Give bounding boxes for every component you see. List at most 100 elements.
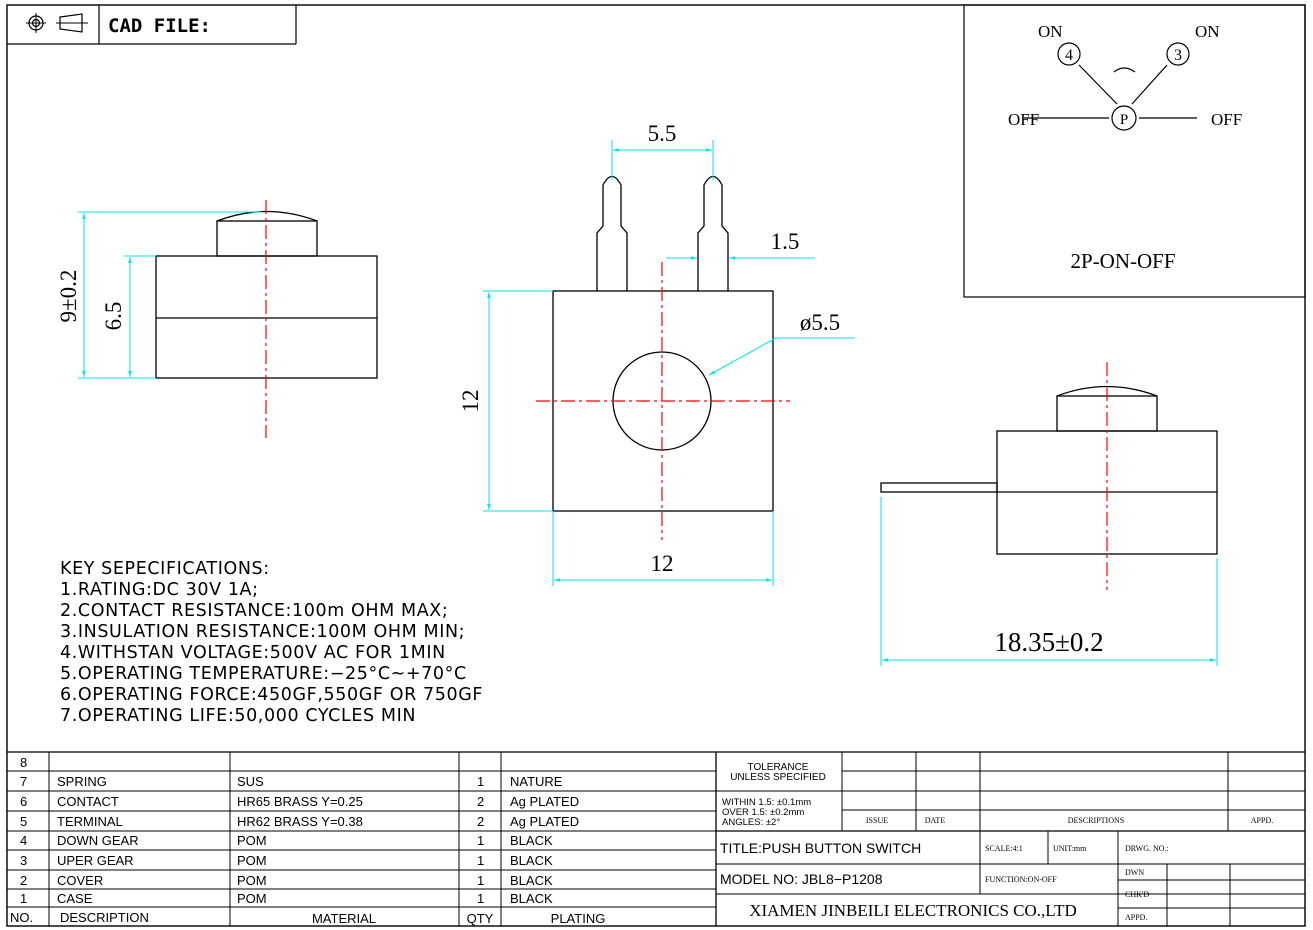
dim-body-width-front: 12 <box>651 551 674 576</box>
scale-label: SCALE:4:1 <box>985 844 1023 853</box>
bom-row-6-material: HR65 BRASS Y=0.25 <box>237 794 363 809</box>
cad-file-label: CAD FILE: <box>108 15 211 37</box>
bom-row-4-no: 4 <box>20 833 27 848</box>
bom-row-5-no: 5 <box>20 814 27 829</box>
side-view-left: 9±0.2 6.5 <box>56 200 378 438</box>
appd-label-2: APPD. <box>1125 913 1147 922</box>
bom-row-1-qty: 1 <box>477 891 484 906</box>
appd-label: APPD. <box>1251 816 1273 825</box>
dim-hole-diameter: ø5.5 <box>800 310 840 335</box>
node-3 <box>1166 42 1190 66</box>
key-specifications: KEY SEPECIFICATIONS: 1.RATING:DC 30V 1A;… <box>60 559 483 726</box>
bom-row-2-material: POM <box>237 873 267 888</box>
bom-row-2-qty: 1 <box>477 873 484 888</box>
bom-row-7-desc: SPRING <box>57 774 107 789</box>
tolerance-within: WITHIN 1.5: ±0.1mm <box>722 797 811 808</box>
circuit-diagram: 4 3 P ON ON OFF OFF 2P-ON-OFF <box>963 4 1306 298</box>
date-label: DATE <box>925 816 946 825</box>
bom-row-3-material: POM <box>237 853 267 868</box>
node-p <box>1111 105 1137 131</box>
bom-table: 8 7 SPRING SUS 1 NATURE 6 CONTACT HR65 B… <box>7 751 1305 926</box>
bom-header-plating: PLATING <box>551 911 606 926</box>
off-left-label: OFF <box>1008 110 1039 129</box>
specs-heading: KEY SEPECIFICATIONS: <box>60 559 270 579</box>
bom-row-2-no: 2 <box>20 873 27 888</box>
bom-row-7-material: SUS <box>237 774 264 789</box>
side-view-right: 18.35±0.2 <box>880 362 1218 666</box>
spec-line-6: 6.OPERATING FORCE:450GF,550GF OR 750GF <box>60 685 483 705</box>
bom-row-8-no: 8 <box>20 755 27 770</box>
dim-overall-length: 18.35±0.2 <box>994 627 1103 657</box>
tolerance-angles: ANGLES: ±2° <box>722 817 780 828</box>
bom-header-desc: DESCRIPTION <box>60 910 149 925</box>
company-name: XIAMEN JINBEILI ELECTRONICS CO.,LTD <box>749 901 1077 920</box>
dwn-label: DWN <box>1125 868 1144 877</box>
title-block: TOLERANCE UNLESS SPECIFIED WITHIN 1.5: ±… <box>716 752 1305 926</box>
spec-line-4: 4.WITHSTAN VOLTAGE:500V AC FOR 1MIN <box>60 643 446 663</box>
projection-cone-icon <box>56 13 88 33</box>
bom-row-1-desc: CASE <box>57 891 93 906</box>
dim-pin-width: 1.5 <box>771 229 800 254</box>
bom-row-3-qty: 1 <box>477 853 484 868</box>
bom-row-4-qty: 1 <box>477 833 484 848</box>
projection-target-icon <box>26 13 46 33</box>
cad-file-header: CAD FILE: <box>7 5 297 45</box>
spec-line-2: 2.CONTACT RESISTANCE:100m OHM MAX; <box>60 601 448 621</box>
dim-body-height-front: 12 <box>458 390 483 413</box>
tolerance-unless-label: UNLESS SPECIFIED <box>730 772 826 783</box>
front-view: 5.5 1.5 ø5.5 12 12 <box>458 121 855 586</box>
bom-header-qty: QTY <box>467 911 494 926</box>
bom-row-2-desc: COVER <box>57 873 103 888</box>
bom-header-material: MATERIAL <box>312 911 376 926</box>
bom-header-no: NO. <box>10 910 33 925</box>
off-right-label: OFF <box>1211 110 1242 129</box>
bom-row-3-no: 3 <box>20 853 27 868</box>
bom-row-5-desc: TERMINAL <box>57 814 123 829</box>
bom-row-7-plating: NATURE <box>510 774 563 789</box>
bom-row-2-plating: BLACK <box>510 873 553 888</box>
dim-body-height-side: 6.5 <box>101 302 126 331</box>
spec-line-7: 7.OPERATING LIFE:50,000 CYCLES MIN <box>60 706 416 726</box>
dim-total-height: 9±0.2 <box>56 270 81 323</box>
bom-row-4-desc: DOWN GEAR <box>57 833 139 848</box>
node-4 <box>1057 42 1081 66</box>
node-p-label: P <box>1120 112 1128 128</box>
bom-row-6-plating: Ag PLATED <box>510 794 579 809</box>
sheet-border <box>6 4 1306 927</box>
dim-pin-spacing: 5.5 <box>648 121 677 146</box>
bom-row-4-plating: BLACK <box>510 833 553 848</box>
bom-row-6-no: 6 <box>20 794 27 809</box>
bom-row-3-desc: UPER GEAR <box>57 853 134 868</box>
unit-label: UNIT:mm <box>1053 844 1087 853</box>
bom-row-1-no: 1 <box>20 891 27 906</box>
function-label: FUNCTION:ON-OFF <box>985 875 1057 884</box>
bom-row-4-material: POM <box>237 833 267 848</box>
bom-row-5-plating: Ag PLATED <box>510 814 579 829</box>
descriptions-label: DESCRIPTIONS <box>1068 816 1124 825</box>
on-left-label: ON <box>1038 22 1063 41</box>
model-number: MODEL NO: JBL8−P1208 <box>720 871 883 887</box>
drawing-title: TITLE:PUSH BUTTON SWITCH <box>720 840 921 856</box>
spec-line-5: 5.OPERATING TEMPERATURE:−25°C~+70°C <box>60 664 467 684</box>
bom-row-6-qty: 2 <box>477 794 484 809</box>
tolerance-label: TOLERANCE <box>748 762 809 773</box>
bom-row-6-desc: CONTACT <box>57 794 119 809</box>
spec-line-3: 3.INSULATION RESISTANCE:100M OHM MIN; <box>60 622 465 642</box>
node-4-label: 4 <box>1065 47 1073 64</box>
drwg-no-label: DRWG. NO.: <box>1125 844 1169 853</box>
bom-row-7-qty: 1 <box>477 774 484 789</box>
tolerance-over: OVER 1.5: ±0.2mm <box>722 807 804 818</box>
node-3-label: 3 <box>1174 47 1182 64</box>
bom-row-1-material: POM <box>237 891 267 906</box>
bom-row-7-no: 7 <box>20 774 27 789</box>
circuit-caption: 2P-ON-OFF <box>1070 249 1175 273</box>
bom-row-3-plating: BLACK <box>510 853 553 868</box>
bom-row-5-material: HR62 BRASS Y=0.38 <box>237 814 363 829</box>
issue-label: ISSUE <box>866 816 888 825</box>
bom-row-5-qty: 2 <box>477 814 484 829</box>
bom-row-1-plating: BLACK <box>510 891 553 906</box>
spec-line-1: 1.RATING:DC 30V 1A; <box>60 580 259 600</box>
chkd-label: CHK'D <box>1125 890 1149 899</box>
on-right-label: ON <box>1195 22 1220 41</box>
